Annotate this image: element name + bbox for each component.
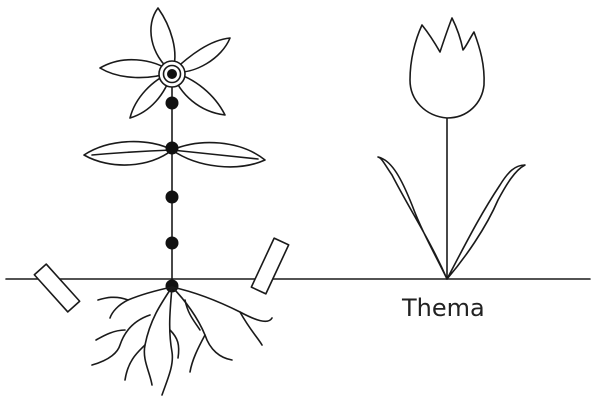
tulip-leaf-left <box>378 157 447 279</box>
tulip-leaf-right <box>447 165 525 279</box>
tulip <box>378 18 525 279</box>
stem-dot <box>166 142 179 155</box>
root-system <box>92 287 272 395</box>
thema-label: Thema <box>402 294 485 322</box>
tulip-flower <box>410 18 484 118</box>
flower-petals <box>100 8 230 118</box>
stem-dot <box>166 191 179 204</box>
left-stick-marker <box>34 264 79 312</box>
right-stick-marker <box>251 238 288 294</box>
stem-dot <box>166 237 179 250</box>
stem-dot <box>166 97 179 110</box>
